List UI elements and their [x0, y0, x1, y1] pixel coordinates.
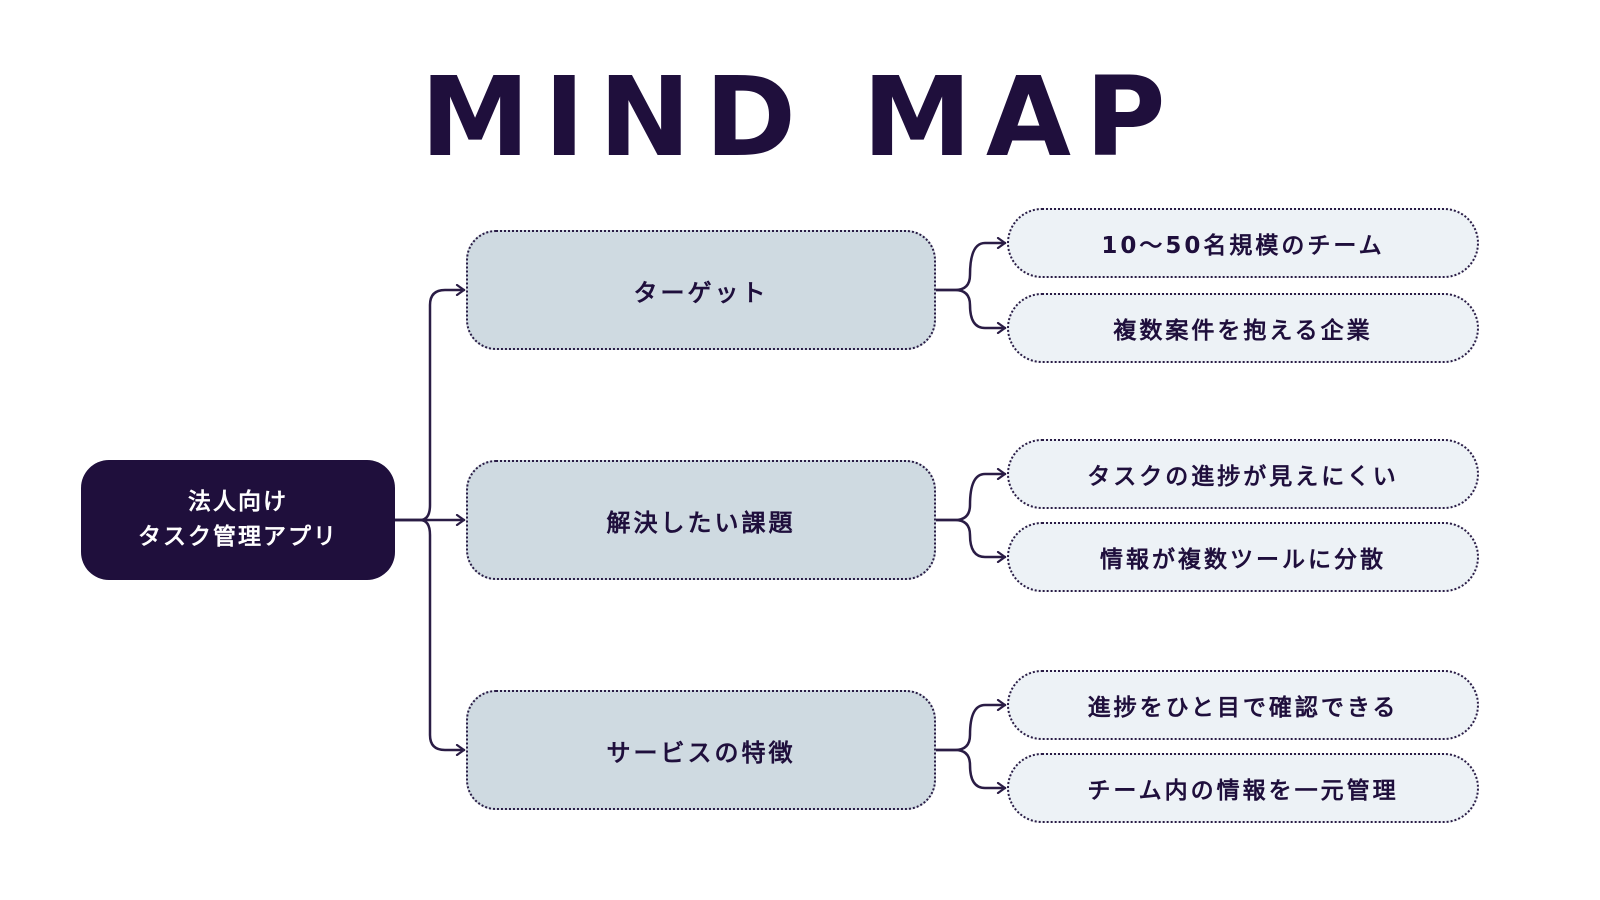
- page-title: MIND MAP: [420, 53, 1180, 181]
- leaf-node-target-1: 10〜50名規模のチーム: [1007, 208, 1479, 278]
- leaf-node-problem-2: 情報が複数ツールに分散: [1007, 522, 1479, 592]
- connector-root-to-branch-1: [393, 290, 466, 522]
- connector-branch-2-leaf-2: [934, 518, 1007, 557]
- connector-branch-2-leaf-1: [934, 474, 1007, 522]
- branch-node-features: サービスの特徴: [466, 690, 936, 810]
- leaf-node-target-2: 複数案件を抱える企業: [1007, 293, 1479, 363]
- root-node-line-2: タスク管理アプリ: [138, 524, 338, 550]
- branch-node-target: ターゲット: [466, 230, 936, 350]
- connector-branch-1-leaf-2: [934, 288, 1007, 328]
- root-node-line-1: 法人向け: [188, 489, 288, 515]
- leaf-node-features-2: チーム内の情報を一元管理: [1007, 753, 1479, 823]
- leaf-node-problem-1: タスクの進捗が見えにくい: [1007, 439, 1479, 509]
- connector-branch-1-leaf-1: [934, 243, 1007, 292]
- branch-node-problem: 解決したい課題: [466, 460, 936, 580]
- connector-root-to-branch-3: [393, 518, 466, 750]
- leaf-node-features-1: 進捗をひと目で確認できる: [1007, 670, 1479, 740]
- connector-branch-3-leaf-2: [934, 748, 1007, 788]
- connector-branch-3-leaf-1: [934, 705, 1007, 752]
- root-node: 法人向け タスク管理アプリ: [81, 460, 395, 580]
